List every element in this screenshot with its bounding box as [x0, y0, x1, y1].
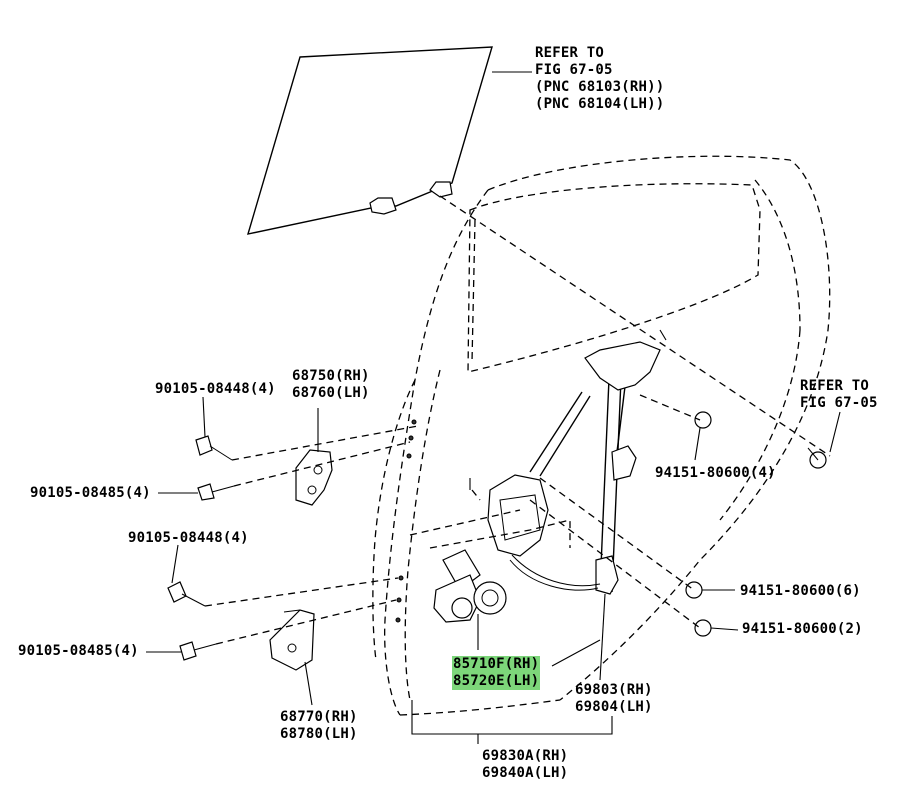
label-nut-3: 94151-80600(2)	[742, 621, 863, 638]
door-panel-outline	[372, 155, 831, 716]
label-hinge-lower: 68770(RH) 68780(LH)	[280, 709, 358, 743]
label-line-highlight: 85720E(LH)	[452, 673, 541, 690]
label-regulator: 69803(RH) 69804(LH)	[575, 682, 653, 716]
label-line: REFER TO	[535, 45, 605, 61]
label-line: 69803(RH)	[575, 682, 653, 698]
upper-hinge	[295, 449, 333, 506]
label-assembly: 69830A(RH) 69840A(LH)	[482, 748, 568, 782]
label-line: 94151-80600(2)	[742, 621, 863, 637]
label-line: 94151-80600(4)	[655, 465, 776, 481]
label-line: REFER TO	[800, 378, 870, 394]
label-line-highlight: 85710F(RH)	[452, 656, 541, 673]
label-line: 90105-08448(4)	[155, 381, 276, 397]
lower-hinge	[269, 609, 315, 671]
label-line: (PNC 68104(LH))	[535, 96, 665, 112]
label-line: 90105-08485(4)	[30, 485, 151, 501]
bolt-icons	[167, 435, 235, 661]
body-holes	[395, 419, 417, 623]
label-line: 90105-08485(4)	[18, 643, 139, 659]
assembly-dashed-lines	[204, 195, 831, 645]
label-bolt-upper-1: 90105-08448(4)	[155, 381, 276, 398]
label-line: FIG 67-05	[800, 395, 878, 411]
window-regulator	[487, 329, 667, 595]
regulator-motor	[433, 549, 507, 623]
label-line: 68760(LH)	[292, 385, 370, 401]
label-line: 69830A(RH)	[482, 748, 569, 764]
label-bolt-lower-2: 90105-08485(4)	[18, 643, 139, 660]
leader-lines	[146, 71, 841, 744]
label-refer-glass: REFER TO FIG 67-05 (PNC 68103(RH)) (PNC …	[535, 45, 664, 113]
label-refer-right: REFER TO FIG 67-05	[800, 378, 878, 412]
door-glass	[246, 46, 493, 235]
label-line: 94151-80600(6)	[740, 583, 861, 599]
label-line: 68780(LH)	[280, 726, 358, 742]
label-line: (PNC 68103(RH))	[535, 79, 665, 95]
label-line: 68770(RH)	[280, 709, 358, 725]
label-hinge-upper: 68750(RH) 68760(LH)	[292, 368, 370, 402]
nut-icons	[685, 411, 827, 637]
label-line: FIG 67-05	[535, 62, 613, 78]
label-line: 69804(LH)	[575, 699, 653, 715]
label-nut-1: 94151-80600(4)	[655, 465, 776, 482]
label-motor: 85710F(RH) 85720E(LH)	[452, 656, 541, 690]
label-line: 68750(RH)	[292, 368, 370, 384]
label-line: 90105-08448(4)	[128, 530, 249, 546]
label-bolt-upper-2: 90105-08485(4)	[30, 485, 151, 502]
label-nut-2: 94151-80600(6)	[740, 583, 861, 600]
label-line: 69840A(LH)	[482, 765, 569, 781]
label-bolt-lower-1: 90105-08448(4)	[128, 530, 249, 547]
